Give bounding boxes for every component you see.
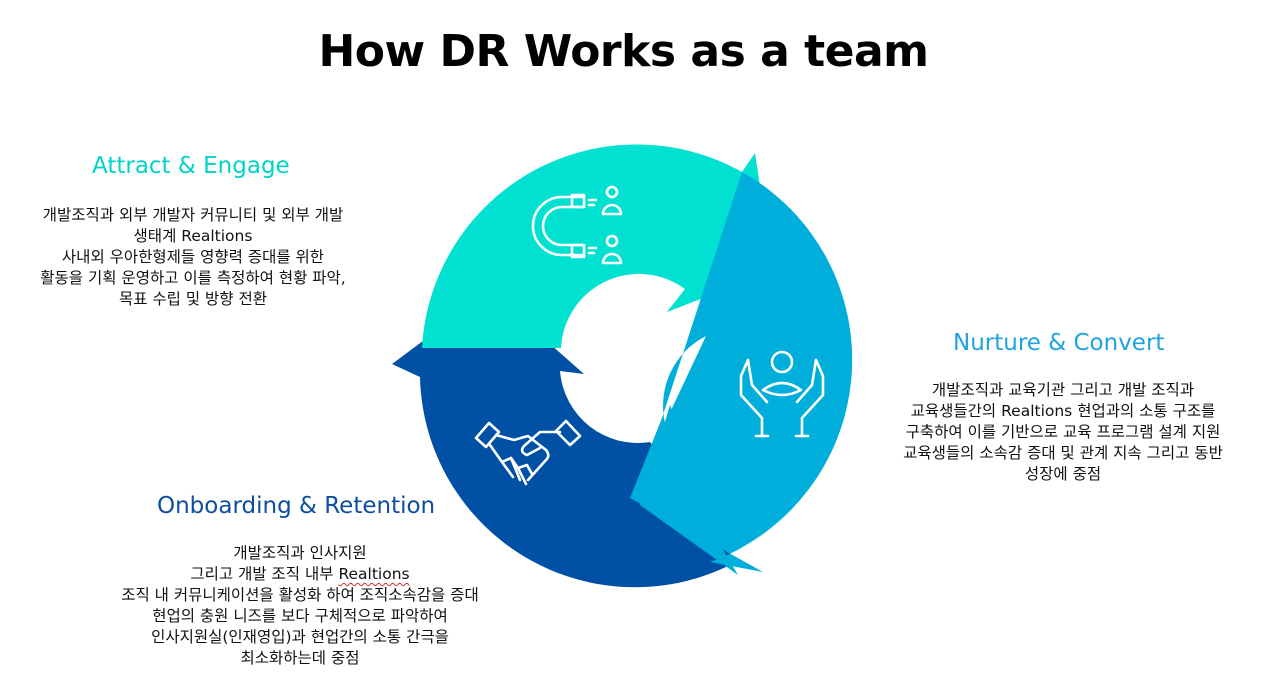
attract-line: 생태계 Realtions — [133, 227, 253, 245]
attract-line: 활동을 기획 운영하고 이를 측정하여 현황 파악, — [40, 269, 346, 287]
onboarding-line: 개발조직과 인사지원 — [233, 544, 367, 562]
attract-segment — [422, 144, 773, 348]
page-title: How DR Works as a team — [318, 26, 929, 77]
nurture-heading: Nurture & Convert — [953, 330, 1165, 356]
onboarding-line: 최소화하는데 중점 — [240, 649, 360, 667]
nurture-line: 개발조직과 교육기관 그리고 개발 조직과 — [931, 381, 1195, 399]
onboarding-heading: Onboarding & Retention — [157, 493, 436, 519]
handshake-icon — [474, 419, 582, 486]
nurture-line: 교육생들의 소속감 증대 및 관계 지속 그리고 동반 — [903, 444, 1223, 462]
magnet-users-icon — [531, 185, 623, 265]
attract-line: 목표 수립 및 방향 전환 — [118, 290, 268, 308]
onboarding-line: 현업의 충원 니즈를 보다 구체적으로 파악하여 — [152, 607, 448, 625]
onboarding-description: 개발조직과 인사지원 그리고 개발 조직 내부 Realtions 조직 내 커… — [80, 543, 520, 669]
nurture-line: 구축하여 이를 기반으로 교육 프로그램 설계 지원 — [905, 423, 1221, 441]
onboarding-line: 조직 내 커뮤니케이션을 활성화 하여 조직소속감을 증대 — [121, 586, 479, 604]
nurture-description: 개발조직과 교육기관 그리고 개발 조직과 교육생들간의 Realtions 현… — [866, 380, 1260, 485]
attract-line: 개발조직과 외부 개발자 커뮤니티 및 외부 개발 — [42, 206, 344, 224]
nurture-line: 교육생들간의 Realtions 현업과의 소통 구조를 — [910, 402, 1216, 420]
onboarding-line-prefix: 그리고 개발 조직 내부 — [190, 565, 339, 583]
attract-line: 사내외 우아한형제들 영향력 증대를 위한 — [61, 248, 325, 266]
onboarding-line: 인사지원실(인재영입)과 현업간의 소통 간극을 — [151, 628, 449, 646]
onboarding-line: 그리고 개발 조직 내부 Realtions — [80, 564, 520, 585]
hands-care-person-icon — [739, 350, 825, 438]
spellcheck-word: Realtions — [338, 565, 410, 583]
attract-description: 개발조직과 외부 개발자 커뮤니티 및 외부 개발 생태계 Realtions … — [8, 205, 378, 310]
attract-heading: Attract & Engage — [92, 153, 290, 179]
nurture-line: 성장에 중점 — [1024, 465, 1102, 483]
